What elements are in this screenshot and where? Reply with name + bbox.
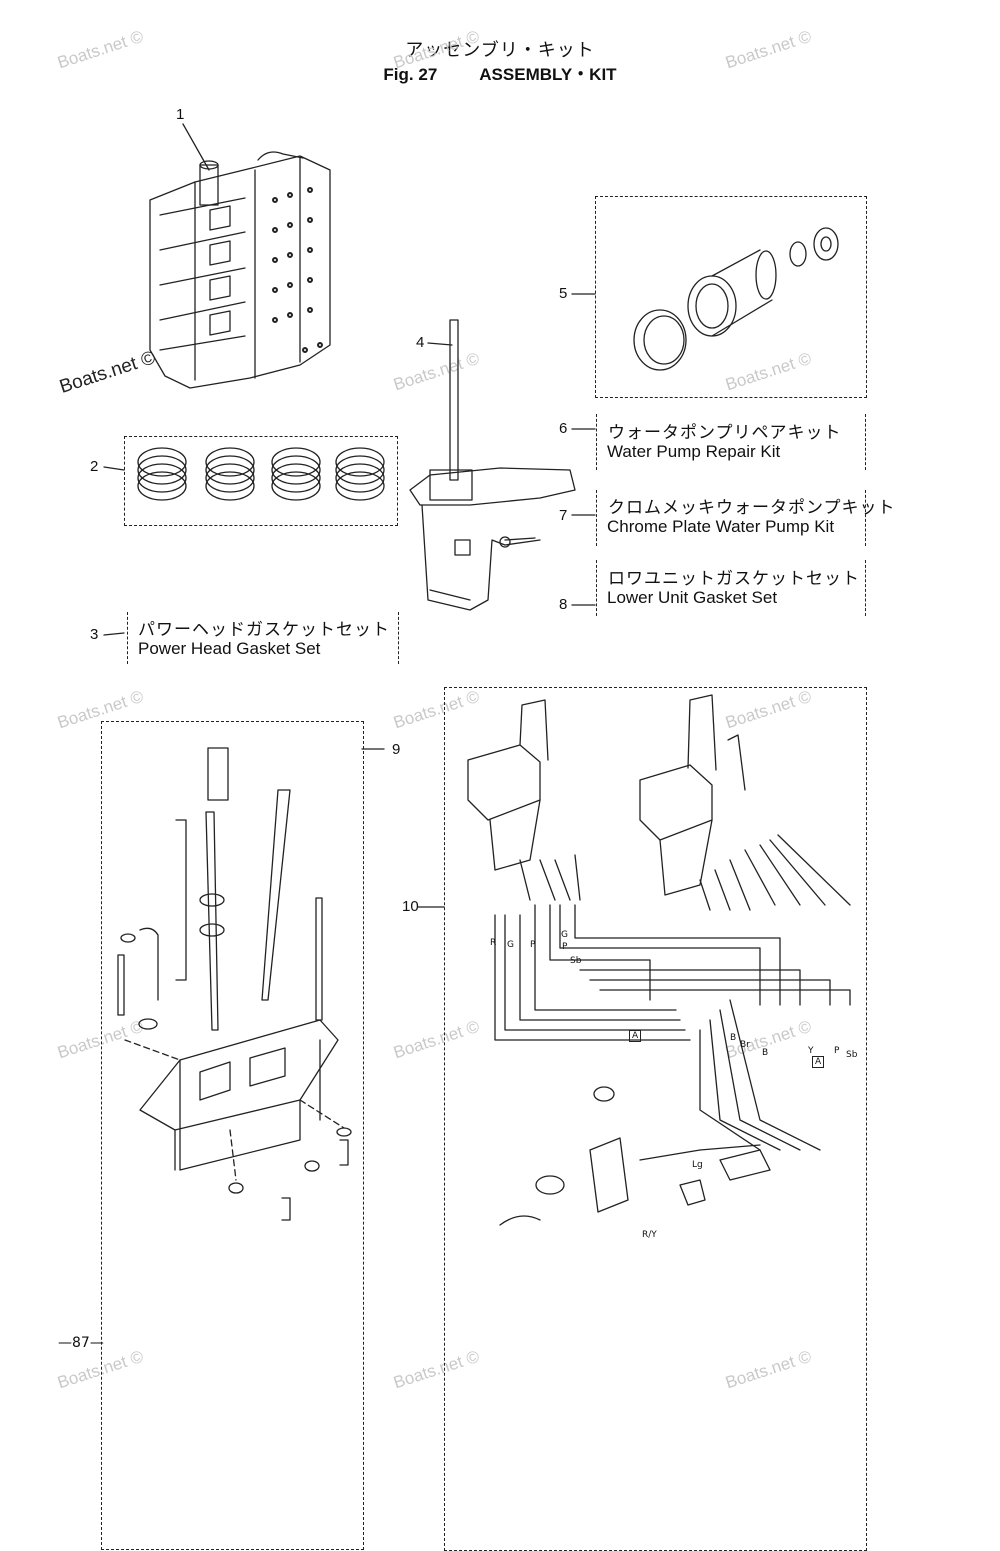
kit-name-jp-chrome-plate: クロムメッキウォータポンプキット <box>608 498 896 518</box>
callout-4: 4 <box>416 334 425 351</box>
kit-box-lower-unit-gasket <box>596 560 866 616</box>
driveshaft-housing-parts <box>117 747 352 1221</box>
wire-label: P <box>834 1046 840 1056</box>
wire-label: Sb <box>846 1050 858 1060</box>
kit-box-chrome-plate <box>596 490 866 546</box>
kit-name-lower-unit-gasket: Lower Unit Gasket Set <box>607 588 778 607</box>
water-pump-group-box <box>595 196 867 398</box>
kit-name-power-head-gasket: Power Head Gasket Set <box>138 639 321 658</box>
figure-title-english: ASSEMBLY・KIT <box>479 65 617 84</box>
callout-7: 7 <box>559 507 568 524</box>
callout-2: 2 <box>90 458 99 475</box>
piston-ring-group-box <box>124 436 398 526</box>
wire-label: Sb <box>570 956 582 966</box>
lower-unit-assembly <box>409 319 576 611</box>
wire-label: Y <box>808 1046 814 1056</box>
wire-connector-tag: A <box>812 1056 825 1068</box>
power-head-assembly <box>149 151 331 389</box>
callout-8: 8 <box>559 596 568 613</box>
figure-title: Fig. 27 ASSEMBLY・KIT <box>0 60 1000 85</box>
leader-lines <box>103 123 596 908</box>
callout-9: 9 <box>392 741 401 758</box>
wire-label: P <box>530 940 536 950</box>
wire-label: B <box>730 1033 737 1043</box>
page-number: —87— <box>58 1335 104 1351</box>
wire-label: P <box>562 942 568 952</box>
callout-10: 10 <box>402 898 419 915</box>
kit-name-jp-power-head-gasket: パワーヘッドガスケットセット <box>138 620 390 640</box>
wire-label: G <box>561 930 568 940</box>
wire-label: G <box>507 940 514 950</box>
callout-6: 6 <box>559 420 568 437</box>
kit-name-chrome-plate: Chrome Plate Water Pump Kit <box>607 517 835 536</box>
kit-box-water-pump-repair <box>596 414 866 470</box>
diagram-line-art <box>103 123 851 1226</box>
figure-title-japanese: アッセンブリ・キット <box>405 40 595 61</box>
wire-label: Br <box>740 1040 750 1050</box>
remote-control-parts <box>467 694 851 1226</box>
water-pump-parts <box>633 227 839 371</box>
callout-3: 3 <box>90 626 99 643</box>
wire-label: B <box>762 1048 769 1058</box>
wire-label: R/Y <box>642 1230 657 1240</box>
wire-label: R <box>490 938 497 948</box>
callout-5: 5 <box>559 285 568 302</box>
figure-number: Fig. 27 <box>383 65 438 84</box>
piston-ring-sets <box>137 447 385 501</box>
wire-label: Lg <box>692 1160 703 1170</box>
wire-connector-tag: A <box>629 1030 642 1042</box>
kit-name-jp-lower-unit-gasket: ロワユニットガスケットセット <box>608 569 860 589</box>
callout-1: 1 <box>176 106 185 123</box>
kit-name-jp-water-pump-repair: ウォータポンプリペアキット <box>608 423 842 443</box>
kit-name-water-pump-repair: Water Pump Repair Kit <box>607 442 781 461</box>
kit-box-power-head-gasket <box>127 612 399 664</box>
